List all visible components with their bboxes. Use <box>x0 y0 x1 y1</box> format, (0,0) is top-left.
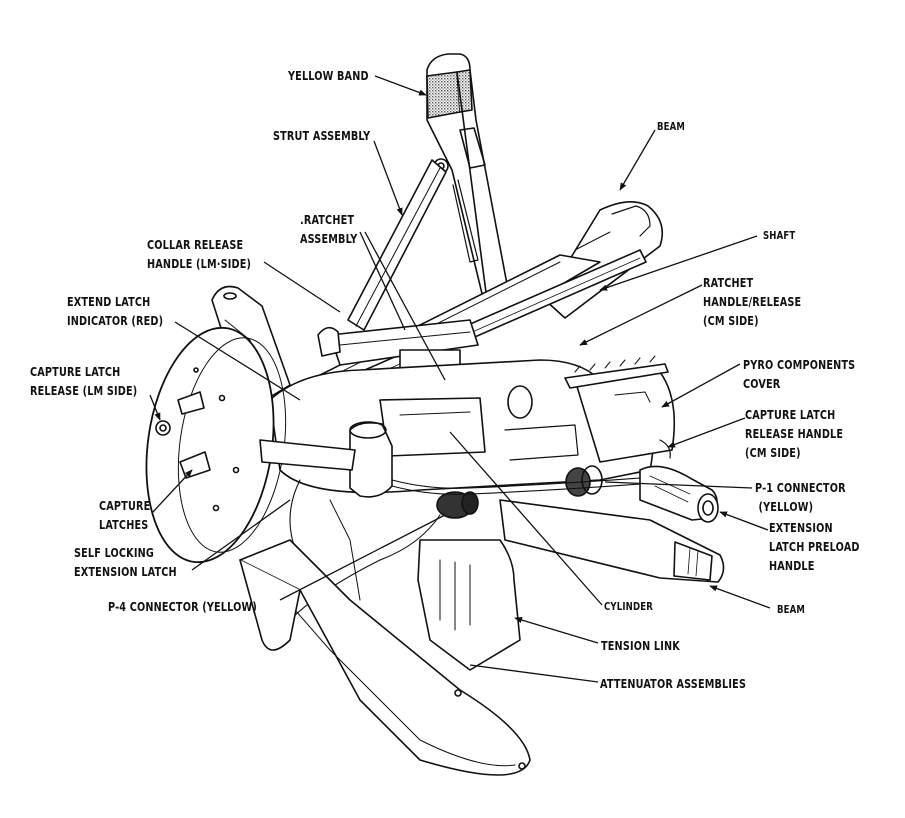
label-p4-connector: P-4 CONNECTOR (YELLOW) <box>108 599 257 614</box>
label-p1-connector: P-1 CONNECTOR (YELLOW) <box>755 480 846 514</box>
label-pyro-components-cover: PYRO COMPONENTS COVER <box>743 357 856 391</box>
pyro-cover-part <box>564 355 676 463</box>
leader-self-locking <box>191 499 291 571</box>
leader-beam-bottom <box>709 585 771 609</box>
label-tension-link: TENSION LINK <box>601 638 680 653</box>
leader-p1-connector <box>604 481 753 489</box>
latch-housings <box>259 421 393 498</box>
label-capture-latch-release-lm: CAPTURE LATCH RELEASE (LM SIDE) <box>30 364 138 398</box>
label-capture-latch-release-handle-cm: CAPTURE LATCH RELEASE HANDLE (CM SIDE) <box>745 407 844 460</box>
leader-shaft <box>599 235 758 291</box>
label-collar-release-handle: COLLAR RELEASE HANDLE (LM·SIDE) <box>147 237 252 271</box>
leader-capture-latches <box>151 469 193 514</box>
strut-assembly-part <box>347 159 447 331</box>
leader-ratchet-assembly-2 <box>364 231 446 381</box>
leader-beam-top <box>619 129 656 191</box>
leader-attenuator-assemblies <box>469 664 599 683</box>
leader-extend-latch <box>174 321 301 401</box>
lower-attenuator-legs <box>239 499 531 776</box>
label-beam-bottom: BEAM <box>777 603 806 616</box>
label-capture-latches: CAPTURE LATCHES <box>99 498 151 532</box>
label-attenuator-assemblies: ATTENUATOR ASSEMBLIES <box>600 676 747 691</box>
leader-capture-latch-lm <box>149 394 161 421</box>
leader-strut-assembly <box>373 140 403 216</box>
leader-cylinder <box>449 431 603 606</box>
label-ratchet-handle-release: RATCHET HANDLE/RELEASE (CM SIDE) <box>703 275 802 328</box>
leader-p4-connector <box>279 514 446 601</box>
leader-ratchet-assembly <box>359 231 406 331</box>
leader-ratchet-handle <box>579 284 703 346</box>
leader-tension-link <box>514 617 599 644</box>
label-extend-latch-indicator: EXTEND LATCH INDICATOR (RED) <box>67 294 164 328</box>
label-yellow-band: YELLOW BAND <box>288 68 369 83</box>
leader-lines <box>149 75 771 683</box>
leader-capture-latch-cm <box>667 417 746 448</box>
leader-yellow-band <box>374 75 427 96</box>
label-self-locking-extension-latch: SELF LOCKING EXTENSION LATCH <box>74 545 177 579</box>
label-cylinder: CYLINDER <box>604 600 653 613</box>
preload-handle-part <box>639 465 719 523</box>
top-attenuator-leg <box>426 53 511 311</box>
label-strut-assembly: STRUT ASSEMBLY <box>273 128 371 143</box>
beam-lower-right <box>499 499 725 583</box>
label-shaft: SHAFT <box>763 229 796 242</box>
label-extension-latch-preload-handle: EXTENSION LATCH PRELOAD HANDLE <box>769 520 860 573</box>
label-ratchet-assembly: .RATCHET ASSEMBLY <box>300 212 358 246</box>
leader-collar-release <box>263 261 341 313</box>
leader-pyro-cover <box>661 363 741 408</box>
p4-connector-part <box>436 491 479 519</box>
leader-preload-handle <box>719 511 769 531</box>
label-beam-top: BEAM <box>657 120 686 133</box>
